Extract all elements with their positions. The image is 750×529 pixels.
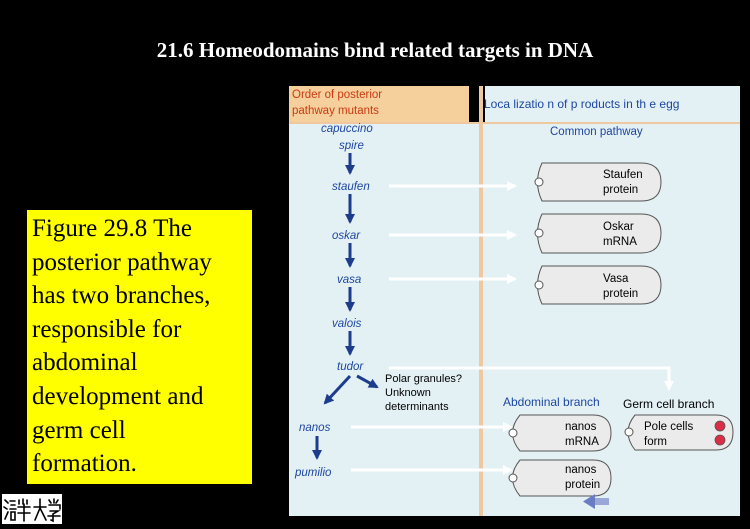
posterior-pathway-figure: Order of posterior pathway mutants Loca … [289, 86, 740, 516]
product-nanos-mrna-line1: nanos [565, 421, 597, 433]
right-header-bg [485, 86, 740, 122]
egg-oskar [534, 213, 662, 254]
polar-granules-line1: Polar granules? [385, 373, 462, 385]
caption-line: abdominal [32, 349, 138, 377]
gene-capuccino: capuccino [321, 123, 373, 135]
arrow-to-germ-cell-branch [389, 366, 674, 391]
product-pole-cells-line2: form [644, 436, 667, 448]
egg-staufen [534, 162, 662, 202]
slide-title: 21.6 Homeodomains bind related targets i… [156, 38, 594, 62]
gradient-arrow-icon [583, 494, 609, 509]
caption-line: responsible for [32, 315, 182, 343]
product-nanos-mrna-line2: mRNA [565, 436, 599, 448]
caption-box [27, 210, 252, 484]
gene-tudor: tudor [337, 361, 364, 373]
egg-nanos-mrna [508, 414, 612, 452]
product-oskar-line2: mRNA [603, 236, 637, 248]
left-header-bg [289, 86, 469, 122]
caption-line: posterior pathway [32, 248, 212, 276]
caption-line: Figure 29.8 The [32, 215, 192, 242]
right-header: Loca lizatio n of p roducts in th e egg [484, 97, 679, 111]
column-divider [479, 86, 483, 516]
polar-granules-line2: Unknown [385, 387, 431, 399]
egg-nanos-protein [508, 459, 612, 497]
product-oskar-line1: Oskar [603, 221, 634, 233]
gene-nanos: nanos [299, 422, 331, 434]
gene-pumilio: pumilio [294, 467, 332, 479]
caption-line: has two branches, [32, 282, 211, 310]
abdominal-branch-label: Abdominal branch [503, 395, 600, 409]
arrow-tudor-to-polar-granules [356, 374, 379, 389]
polar-granules-line3: determinants [385, 401, 449, 413]
arrow-tudor-to-nanos [323, 374, 352, 405]
product-vasa-line2: protein [603, 288, 638, 300]
caption-line: development and [32, 382, 204, 410]
university-logo [2, 494, 62, 524]
product-staufen-line1: Staufen [603, 169, 643, 181]
egg-vasa [534, 265, 662, 305]
logo-glyphs [3, 498, 61, 523]
product-nanos-protein-line2: protein [565, 479, 600, 491]
product-staufen-line2: protein [603, 184, 638, 196]
left-header-line1: Order of posterior [292, 89, 382, 101]
caption-line: formation. [32, 450, 137, 478]
caption-line: germ cell [32, 416, 126, 444]
product-nanos-protein-line1: nanos [565, 464, 597, 476]
gene-vasa: vasa [337, 274, 361, 286]
gene-oskar: oskar [332, 230, 361, 242]
gene-staufen: staufen [332, 181, 370, 193]
gene-valois: valois [332, 318, 362, 330]
gene-spire: spire [339, 140, 364, 152]
product-pole-cells-line1: Pole cells [644, 421, 693, 433]
pole-cell-dot [714, 420, 726, 432]
figure-caption: Figure 29.8 The posterior pathway has tw… [32, 212, 252, 481]
product-vasa-line1: Vasa [603, 273, 629, 285]
pole-cell-dot [714, 434, 726, 446]
germ-cell-branch-label: Germ cell branch [623, 397, 714, 411]
left-header-line2: pathway mutants [292, 105, 379, 117]
common-pathway-label: Common pathway [550, 126, 643, 138]
egg-pole-cells [624, 414, 734, 451]
header-divider [289, 122, 740, 124]
